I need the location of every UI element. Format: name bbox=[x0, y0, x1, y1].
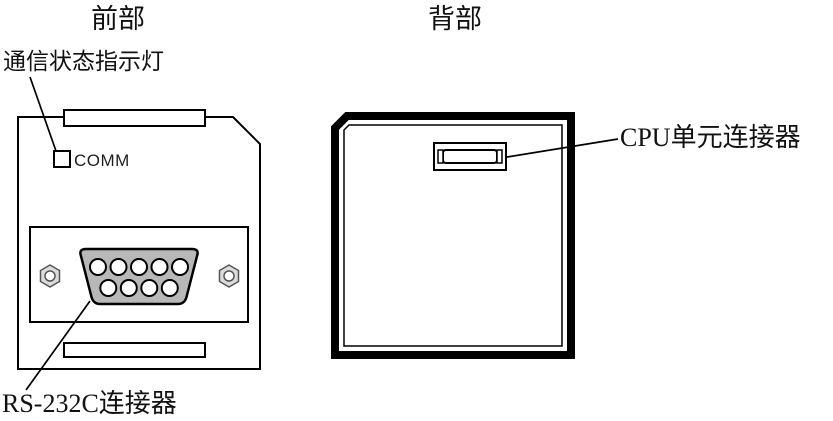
screw-hole bbox=[223, 270, 235, 282]
pin-hole bbox=[89, 258, 107, 276]
pin-hole bbox=[130, 258, 148, 276]
cpu-connector-end-tab-right bbox=[496, 149, 503, 164]
back-view-title: 背部 bbox=[428, 4, 482, 34]
db9-pin-holes bbox=[89, 258, 189, 297]
right-screw-lock bbox=[218, 264, 240, 288]
cpu-connector-label: CPU单元连接器 bbox=[620, 123, 801, 152]
cpu-connector-leader-line bbox=[506, 138, 619, 158]
front-bottom-tab bbox=[63, 342, 206, 358]
front-view-title: 前部 bbox=[91, 4, 145, 34]
pin-hole bbox=[171, 258, 189, 276]
pin-hole bbox=[160, 279, 179, 297]
pin-hole bbox=[150, 258, 169, 276]
pin-hole bbox=[99, 279, 118, 297]
back-view bbox=[331, 112, 575, 359]
back-body-frame bbox=[331, 112, 575, 359]
comm-led-label: COMM bbox=[74, 151, 130, 170]
pin-hole bbox=[140, 279, 159, 297]
pin-hole bbox=[119, 279, 138, 297]
rs232c-leader-line bbox=[25, 300, 91, 391]
cpu-connector-inner bbox=[442, 149, 498, 164]
front-top-tab bbox=[63, 109, 206, 127]
screw-hole bbox=[44, 270, 56, 282]
comm-status-led bbox=[53, 150, 71, 168]
status-light-leader-line bbox=[29, 76, 57, 152]
status-light-label: 通信状态指示灯 bbox=[3, 49, 164, 74]
rs232c-label: RS-232C连接器 bbox=[2, 389, 177, 418]
front-view: COMM bbox=[17, 109, 261, 370]
db9-connector-shell bbox=[79, 247, 199, 306]
cpu-connector-end-tab-left bbox=[437, 149, 444, 164]
back-inner-frame-line bbox=[343, 124, 563, 347]
pin-hole bbox=[109, 258, 128, 276]
left-screw-lock bbox=[39, 264, 61, 288]
